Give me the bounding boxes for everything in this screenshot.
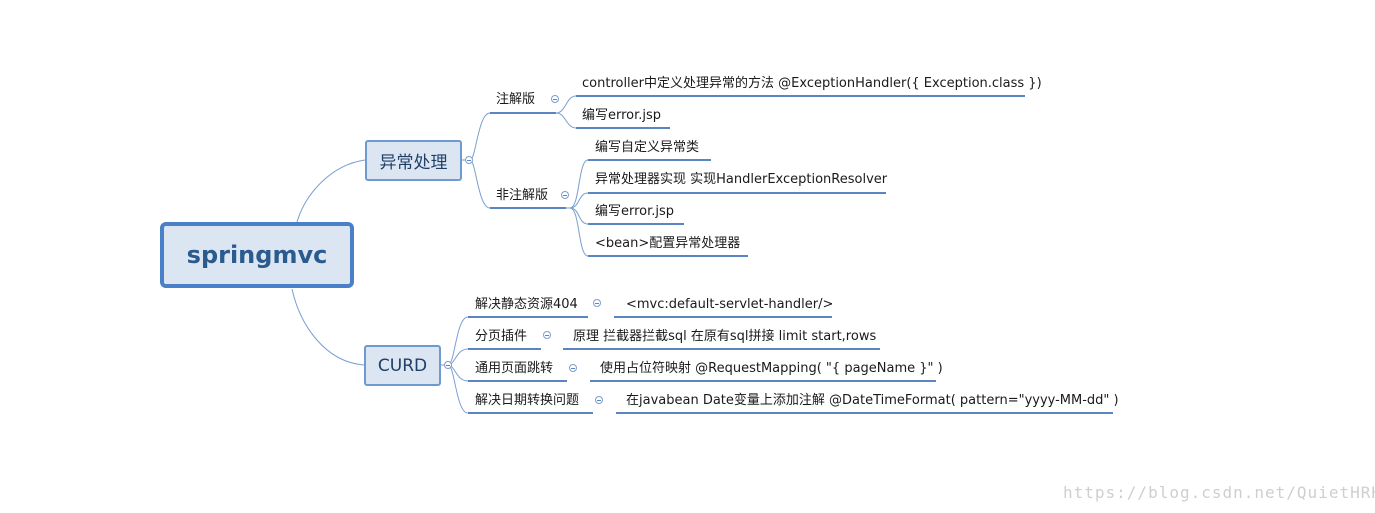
node-nonannotated-item-4[interactable]: <bean>配置异常处理器	[595, 236, 741, 251]
root-topic-label: springmvc	[186, 241, 328, 269]
collapse-curd-icon[interactable]	[444, 361, 452, 369]
connector-exception-annotated	[462, 112, 491, 161]
connector-root-exception	[296, 159, 366, 223]
root-topic[interactable]: springmvc	[160, 222, 354, 288]
collapse-curd-3-icon[interactable]	[569, 364, 577, 372]
node-curd-2[interactable]: 分页插件	[475, 329, 528, 344]
connector-exception-nonannotated	[469, 159, 491, 209]
node-curd-3[interactable]: 通用页面跳转	[475, 361, 554, 376]
node-nonannotated-item-1[interactable]: 编写自定义异常类	[595, 140, 700, 155]
node-nonannotated-item-2[interactable]: 异常处理器实现 实现HandlerExceptionResolver	[595, 172, 888, 187]
connector-curd-4	[447, 364, 469, 414]
watermark-url: https://blog.csdn.net/QuietHRH	[1063, 483, 1375, 502]
node-curd-1-detail[interactable]: <mvc:default-servlet-handler/>	[626, 297, 834, 312]
node-curd-2-detail[interactable]: 原理 拦截器拦截sql 在原有sql拼接 limit start,rows	[573, 329, 877, 344]
connector-root-curd	[291, 288, 365, 366]
connector-nonannotated-item-2	[569, 192, 589, 209]
node-annotated-item-1[interactable]: controller中定义处理异常的方法 @ExceptionHandler({…	[582, 76, 1042, 91]
node-nonannotated[interactable]: 非注解版	[496, 188, 549, 203]
node-annotated-item-2[interactable]: 编写error.jsp	[582, 108, 662, 123]
connector-annotated-item-1	[555, 95, 577, 114]
node-curd-4-detail[interactable]: 在javabean Date变量上添加注解 @DateTimeFormat( p…	[626, 393, 1119, 408]
branch-curd-label: CURD	[377, 355, 428, 376]
branch-curd[interactable]: CURD	[364, 345, 441, 386]
connector-nonannotated-item-4	[569, 207, 589, 257]
node-curd-3-detail[interactable]: 使用占位符映射 @RequestMapping( "{ pageName }" …	[600, 361, 943, 376]
collapse-curd-2-icon[interactable]	[543, 331, 551, 339]
branch-exception-handling[interactable]: 异常处理	[365, 140, 462, 181]
connector-annotated-item-2	[555, 112, 577, 129]
node-curd-1[interactable]: 解决静态资源404	[475, 297, 578, 312]
branch-exception-handling-label: 异常处理	[379, 153, 448, 173]
node-annotated[interactable]: 注解版	[496, 92, 536, 107]
collapse-nonannotated-icon[interactable]	[561, 191, 569, 199]
collapse-exception-icon[interactable]	[465, 156, 473, 164]
node-curd-4[interactable]: 解决日期转换问题	[475, 393, 580, 408]
node-nonannotated-item-3[interactable]: 编写error.jsp	[595, 204, 675, 219]
connector-nonannotated-item-1	[566, 159, 589, 209]
connector-nonannotated-item-3	[569, 207, 589, 225]
collapse-curd-1-icon[interactable]	[593, 299, 601, 307]
connector-curd-1	[441, 316, 469, 366]
collapse-annotated-icon[interactable]	[551, 95, 559, 103]
collapse-curd-4-icon[interactable]	[595, 396, 603, 404]
